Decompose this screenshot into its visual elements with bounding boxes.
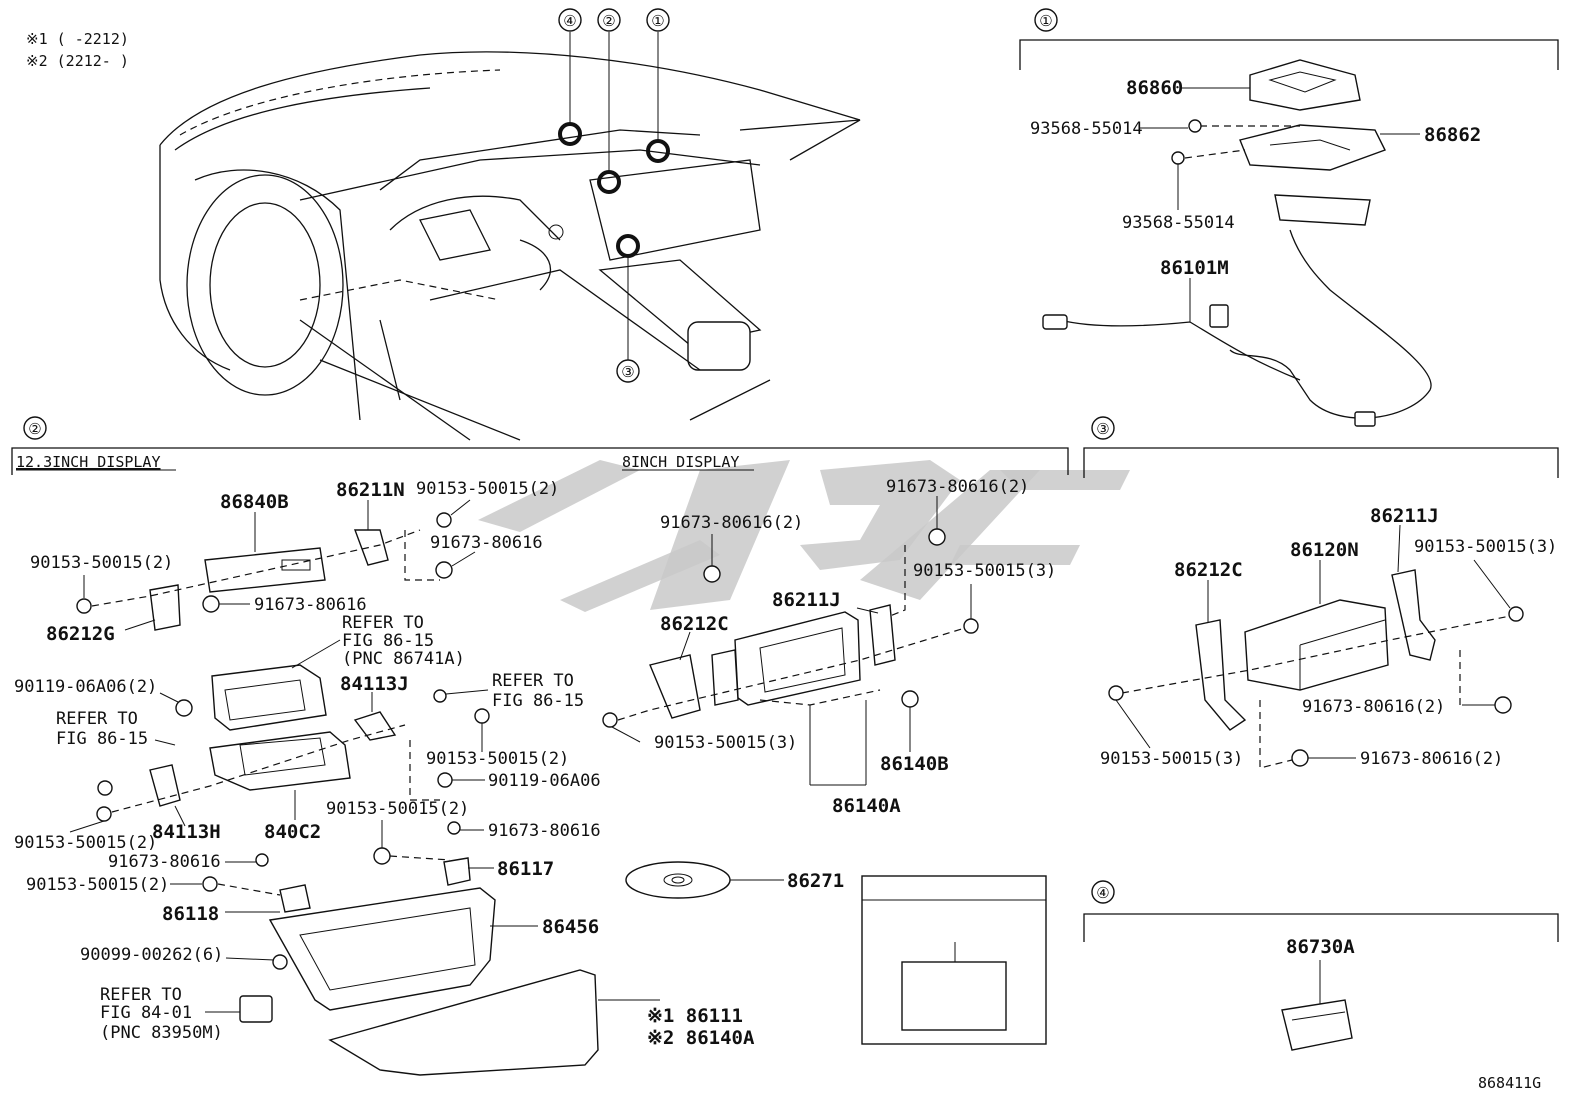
label-86140A-b: ※2 86140A bbox=[647, 1027, 755, 1049]
section-3: ③ 86211J 86212C 86120N 90153-50015(3) 91… bbox=[1083, 416, 1559, 769]
label-86212G: 86212G bbox=[46, 623, 115, 645]
heading-8-inch-display: 8INCH DISPLAY bbox=[622, 453, 739, 471]
heading-12-3-inch-display: 12.3INCH DISPLAY bbox=[16, 453, 161, 471]
svg-text:④: ④ bbox=[563, 12, 576, 30]
label-91673-80616-a: 91673-80616 bbox=[430, 533, 543, 553]
label-refer-to-b2: FIG 86-15 bbox=[492, 691, 584, 711]
callout-circle-1: ① bbox=[646, 8, 670, 32]
label-86211N: 86211N bbox=[336, 479, 405, 501]
section-4-marker: ④ bbox=[1096, 884, 1109, 902]
label-90153-50015-2-f: 90153-50015(2) bbox=[26, 875, 169, 895]
label-refer-to-c1: REFER TO bbox=[56, 709, 138, 729]
section-2: ② 12.3INCH DISPLAY 8INCH DISPLAY 86840B … bbox=[11, 416, 1069, 1076]
label-86456: 86456 bbox=[542, 916, 599, 938]
label-86862: 86862 bbox=[1424, 124, 1481, 146]
label-91673-80616-2-a: 91673-80616(2) bbox=[660, 513, 803, 533]
callout-circle-2: ② bbox=[597, 8, 621, 32]
label-86212C-b: 86212C bbox=[1174, 559, 1243, 581]
label-86111: ※1 86111 bbox=[647, 1005, 743, 1027]
label-refer-to-d1: REFER TO bbox=[100, 985, 182, 1005]
section-4: ④ 86730A bbox=[1083, 880, 1559, 1051]
note-1: ※1 ( -2212) bbox=[26, 30, 129, 48]
label-86140B: 86140B bbox=[880, 753, 949, 775]
section-1: ① 86860 86862 93568-55014 93568-55014 86… bbox=[1019, 8, 1559, 427]
label-84113J: 84113J bbox=[340, 673, 409, 695]
label-91673-80616-2-b: 91673-80616(2) bbox=[886, 477, 1029, 497]
label-86120N: 86120N bbox=[1290, 539, 1359, 561]
label-refer-to-a3: (PNC 86741A) bbox=[342, 649, 465, 669]
label-90153-50015-2-c: 90153-50015(2) bbox=[426, 749, 569, 769]
label-91673-80616-c: 91673-80616 bbox=[488, 821, 601, 841]
watermark-logo bbox=[478, 460, 1130, 612]
section-1-marker-text: ① bbox=[1039, 12, 1052, 30]
label-86271: 86271 bbox=[787, 870, 844, 892]
label-93568-55014-b: 93568-55014 bbox=[1122, 213, 1235, 233]
label-refer-to-a2: FIG 86-15 bbox=[342, 631, 434, 651]
label-86101M: 86101M bbox=[1160, 257, 1229, 279]
label-86140A-a: 86140A bbox=[832, 795, 901, 817]
label-90099-00262-6: 90099-00262(6) bbox=[80, 945, 223, 965]
label-90119-06A06-2: 90119-06A06(2) bbox=[14, 677, 157, 697]
label-91673-80616-b: 91673-80616 bbox=[254, 595, 367, 615]
label-90153-50015-2-e: 90153-50015(2) bbox=[326, 799, 469, 819]
label-refer-to-d3: (PNC 83950M) bbox=[100, 1023, 223, 1043]
label-90153-50015-3-a: 90153-50015(3) bbox=[913, 561, 1056, 581]
label-84113H: 84113H bbox=[152, 821, 221, 843]
label-840C2: 840C2 bbox=[264, 821, 321, 843]
label-90119-06A06: 90119-06A06 bbox=[488, 771, 601, 791]
label-90153-50015-2-d: 90153-50015(2) bbox=[14, 833, 157, 853]
label-86211J-a: 86211J bbox=[772, 589, 841, 611]
map-update-card-box bbox=[861, 875, 1047, 1045]
callout-circle-4: ④ bbox=[558, 8, 582, 32]
label-refer-to-c2: FIG 86-15 bbox=[56, 729, 148, 749]
label-86118: 86118 bbox=[162, 903, 219, 925]
label-93568-55014-a: 93568-55014 bbox=[1030, 119, 1143, 139]
svg-text:②: ② bbox=[28, 420, 41, 438]
label-86211J-b: 86211J bbox=[1370, 505, 1439, 527]
label-86730A: 86730A bbox=[1286, 936, 1355, 958]
label-91673-80616-2-c: 91673-80616(2) bbox=[1302, 697, 1445, 717]
label-86117: 86117 bbox=[497, 858, 554, 880]
label-86860: 86860 bbox=[1126, 77, 1183, 99]
car-interior-illustration bbox=[159, 32, 861, 441]
label-91673-80616-d: 91673-80616 bbox=[108, 852, 221, 872]
diagram-id: 868411G bbox=[1478, 1074, 1541, 1092]
callout-circle-3: ③ bbox=[616, 359, 640, 383]
svg-text:②: ② bbox=[602, 12, 615, 30]
section-1-marker bbox=[1034, 8, 1058, 32]
svg-text:③: ③ bbox=[621, 363, 634, 381]
label-90153-50015-3-d: 90153-50015(3) bbox=[1100, 749, 1243, 769]
label-90153-50015-2-a: 90153-50015(2) bbox=[416, 479, 559, 499]
label-91673-80616-2-d: 91673-80616(2) bbox=[1360, 749, 1503, 769]
section-2-marker bbox=[23, 416, 47, 440]
label-90153-50015-2-b: 90153-50015(2) bbox=[30, 553, 173, 573]
label-86840B: 86840B bbox=[220, 491, 289, 513]
section-3-marker: ③ bbox=[1096, 420, 1109, 438]
label-86212C-a: 86212C bbox=[660, 613, 729, 635]
svg-text:①: ① bbox=[651, 12, 664, 30]
note-2: ※2 (2212- ) bbox=[26, 52, 129, 70]
label-90153-50015-3-c: 90153-50015(3) bbox=[1414, 537, 1557, 557]
label-refer-to-a1: REFER TO bbox=[342, 613, 424, 633]
label-refer-to-d2: FIG 84-01 bbox=[100, 1003, 192, 1023]
label-refer-to-b1: REFER TO bbox=[492, 671, 574, 691]
label-90153-50015-3-b: 90153-50015(3) bbox=[654, 733, 797, 753]
